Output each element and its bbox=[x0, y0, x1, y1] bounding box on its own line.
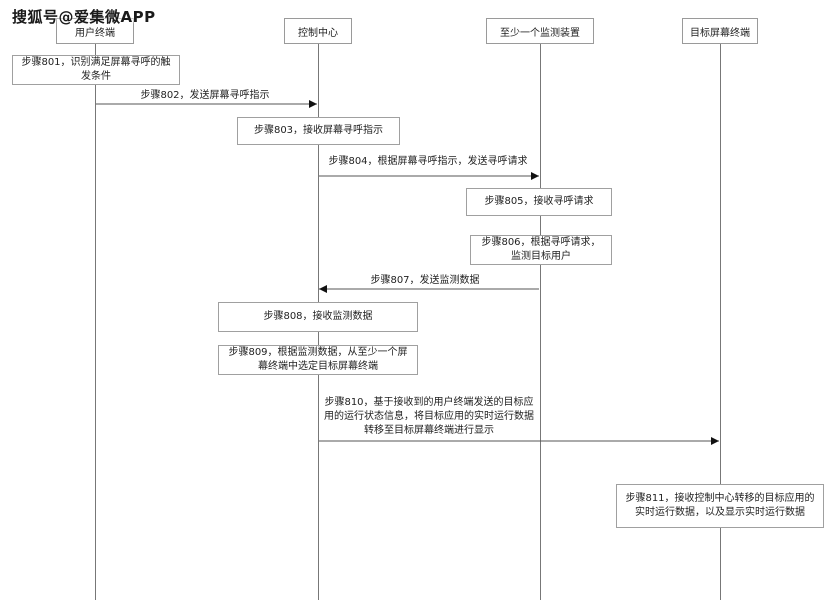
step-802-label: 步骤802，发送屏幕寻呼指示 bbox=[140, 90, 270, 101]
step-803-box: 步骤803，接收屏幕寻呼指示 bbox=[237, 117, 400, 145]
step-807-label: 步骤807，发送监测数据 bbox=[370, 275, 480, 286]
step-801-box: 步骤801，识别满足屏幕寻呼的触发条件 bbox=[12, 55, 180, 85]
actor-user-terminal: 用户终端 bbox=[56, 18, 134, 44]
step-808-box: 步骤808，接收监测数据 bbox=[218, 302, 418, 332]
step-809-box: 步骤809，根据监测数据，从至少一个屏幕终端中选定目标屏幕终端 bbox=[218, 345, 418, 375]
step-804-label: 步骤804，根据屏幕寻呼指示，发送寻呼请求 bbox=[328, 156, 528, 167]
step-810-label: 步骤810，基于接收到的用户终端发送的目标应用的运行状态信息，将目标应用的实时运… bbox=[324, 397, 534, 436]
actor-monitoring-device: 至少一个监测装置 bbox=[486, 18, 594, 44]
step-806-box: 步骤806，根据寻呼请求，监测目标用户 bbox=[470, 235, 612, 265]
step-805-box: 步骤805，接收寻呼请求 bbox=[466, 188, 612, 216]
actor-control-center: 控制中心 bbox=[284, 18, 352, 44]
lifeline-user bbox=[95, 44, 96, 600]
watermark-text: 搜狐号@爱集微APP bbox=[12, 8, 156, 26]
lifeline-monitor bbox=[540, 44, 541, 600]
step-811-box: 步骤811，接收控制中心转移的目标应用的实时运行数据，以及显示实时运行数据 bbox=[616, 484, 824, 528]
lifeline-target bbox=[720, 44, 721, 600]
actor-target-screen: 目标屏幕终端 bbox=[682, 18, 758, 44]
